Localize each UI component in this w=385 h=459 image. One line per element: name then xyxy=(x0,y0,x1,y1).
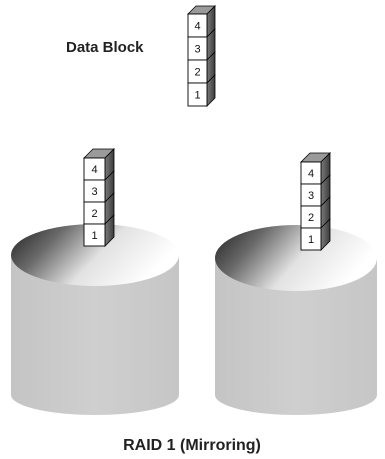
disk-2-block-number: 4 xyxy=(308,168,314,180)
disk-1-block-3: 3 xyxy=(83,170,115,203)
disk-2-top xyxy=(215,225,377,291)
disk-1-block-number: 1 xyxy=(91,230,97,242)
data-block-label: Data Block xyxy=(66,39,144,56)
diagram-caption: RAID 1 (Mirroring) xyxy=(123,437,261,454)
disk-2-block-number: 3 xyxy=(308,190,314,202)
disk-2-body xyxy=(215,258,377,415)
disk-1-top xyxy=(11,224,179,286)
disk-1-block-number: 3 xyxy=(91,186,97,198)
disk-1-body xyxy=(11,255,179,415)
disk-2-block-3: 3 xyxy=(300,174,331,207)
source-block-4: 4 xyxy=(187,5,216,38)
source-block-number: 3 xyxy=(194,44,200,56)
disk-2-block-2: 2 xyxy=(300,196,331,229)
disk-1-block-1: 1 xyxy=(83,214,115,247)
disk-1-block-2: 2 xyxy=(83,192,115,225)
source-block-number: 4 xyxy=(194,21,200,33)
source-block-number: 2 xyxy=(194,67,200,79)
source-block-1: 1 xyxy=(187,74,216,107)
disk-2-block-number: 2 xyxy=(308,212,314,224)
disk-1-block-number: 2 xyxy=(91,208,97,220)
disk-2 xyxy=(215,225,377,415)
disk-1-block-number: 4 xyxy=(91,164,97,176)
disk-2-block-stack: 4 3 2 1 xyxy=(300,152,331,251)
disk-2-block-number: 1 xyxy=(308,234,314,246)
disk-1-block-stack: 4 3 2 1 xyxy=(83,148,115,247)
disk-2-block-1: 1 xyxy=(300,218,331,251)
source-data-block-stack: 4 3 2 1 xyxy=(187,5,216,107)
source-block-number: 1 xyxy=(194,90,200,102)
disk-2-block-4: 4 xyxy=(300,152,331,185)
disk-1 xyxy=(11,224,179,415)
